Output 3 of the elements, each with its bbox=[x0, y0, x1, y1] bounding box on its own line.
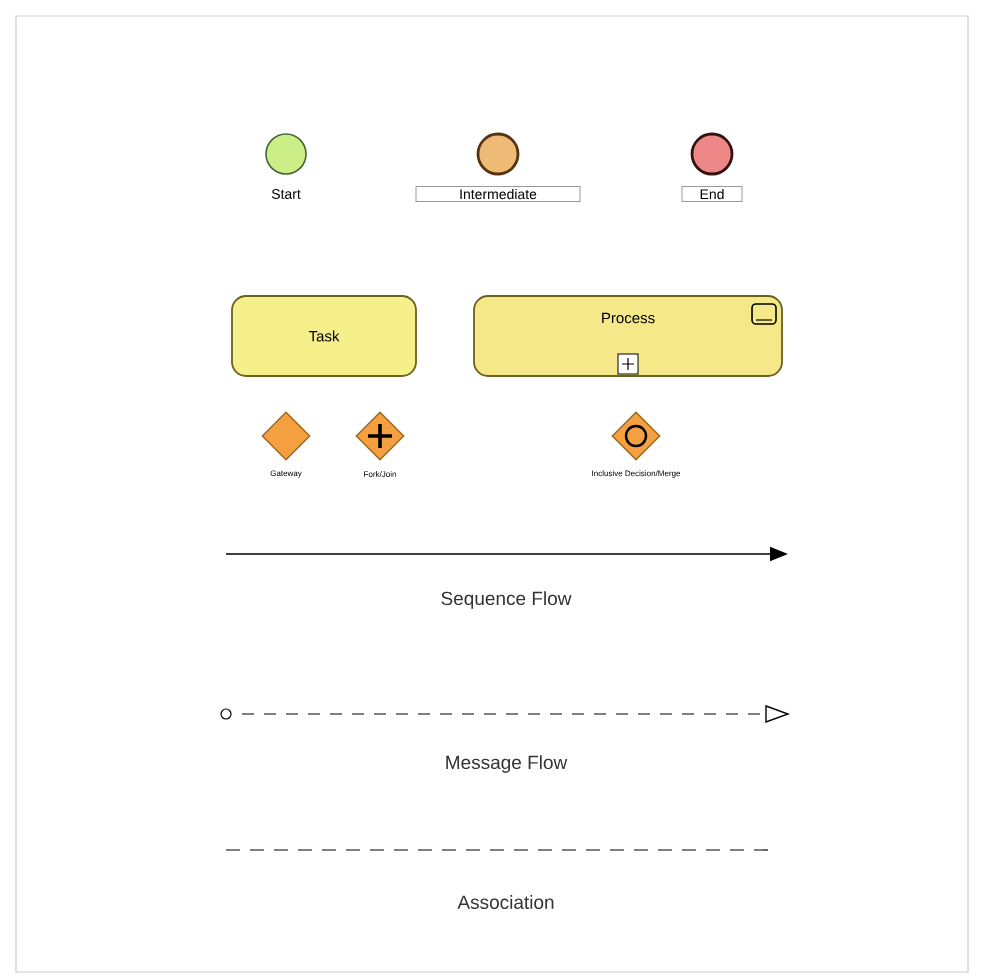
legend-label: Association bbox=[457, 895, 554, 909]
legend-label: Sequence Flow bbox=[441, 591, 572, 609]
legend-label: Message Flow bbox=[446, 755, 568, 773]
